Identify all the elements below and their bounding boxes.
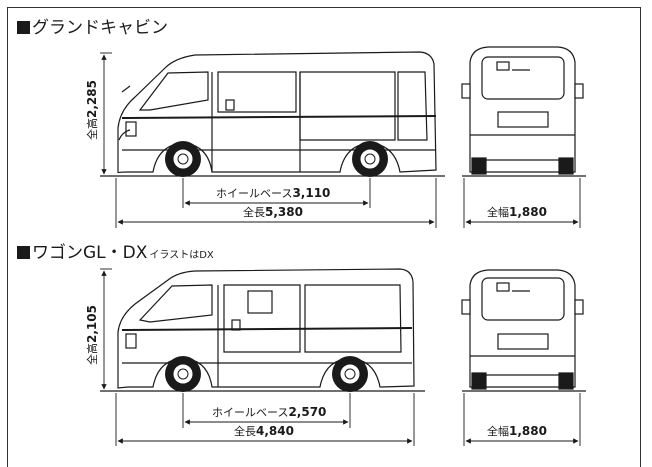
section-title-grand-cabin: グランドキャビン [17, 18, 168, 38]
grand-cabin-wheelbase-dimension [182, 178, 371, 208]
grand-cabin-rear-view [461, 46, 584, 175]
grand-cabin-height-dimension [100, 52, 112, 175]
wagon-side-view [117, 268, 415, 389]
grand-cabin-side-wheels [165, 141, 388, 177]
grand-cabin-wheelbase-label: ホイールベース3,110 [216, 186, 330, 200]
grand-cabin-height-label: 全高2,285 [85, 80, 99, 140]
wagon-width-dimension [463, 393, 581, 446]
square-bullet-icon [17, 246, 30, 259]
wagon-length-label: 全長4,840 [234, 424, 294, 438]
wagon-wheelbase-dimension [182, 393, 351, 428]
wagon-side-wheels [165, 356, 368, 392]
wagon-height-dimension [100, 268, 112, 390]
grand-cabin-width-label: 全幅1,880 [487, 205, 547, 219]
wagon-length-dimension [115, 393, 415, 446]
wagon-rear-view [461, 269, 584, 390]
grand-cabin-width-dimension [463, 178, 581, 228]
grand-cabin-length-dimension [115, 178, 437, 228]
figure-frame [7, 7, 641, 467]
square-bullet-icon [17, 21, 30, 34]
wagon-width-label: 全幅1,880 [487, 424, 547, 438]
grand-cabin-length-label: 全長5,380 [243, 205, 303, 219]
wagon-wheelbase-label: ホイールベース2,570 [212, 405, 326, 419]
wagon-height-label: 全高2,105 [85, 305, 99, 365]
